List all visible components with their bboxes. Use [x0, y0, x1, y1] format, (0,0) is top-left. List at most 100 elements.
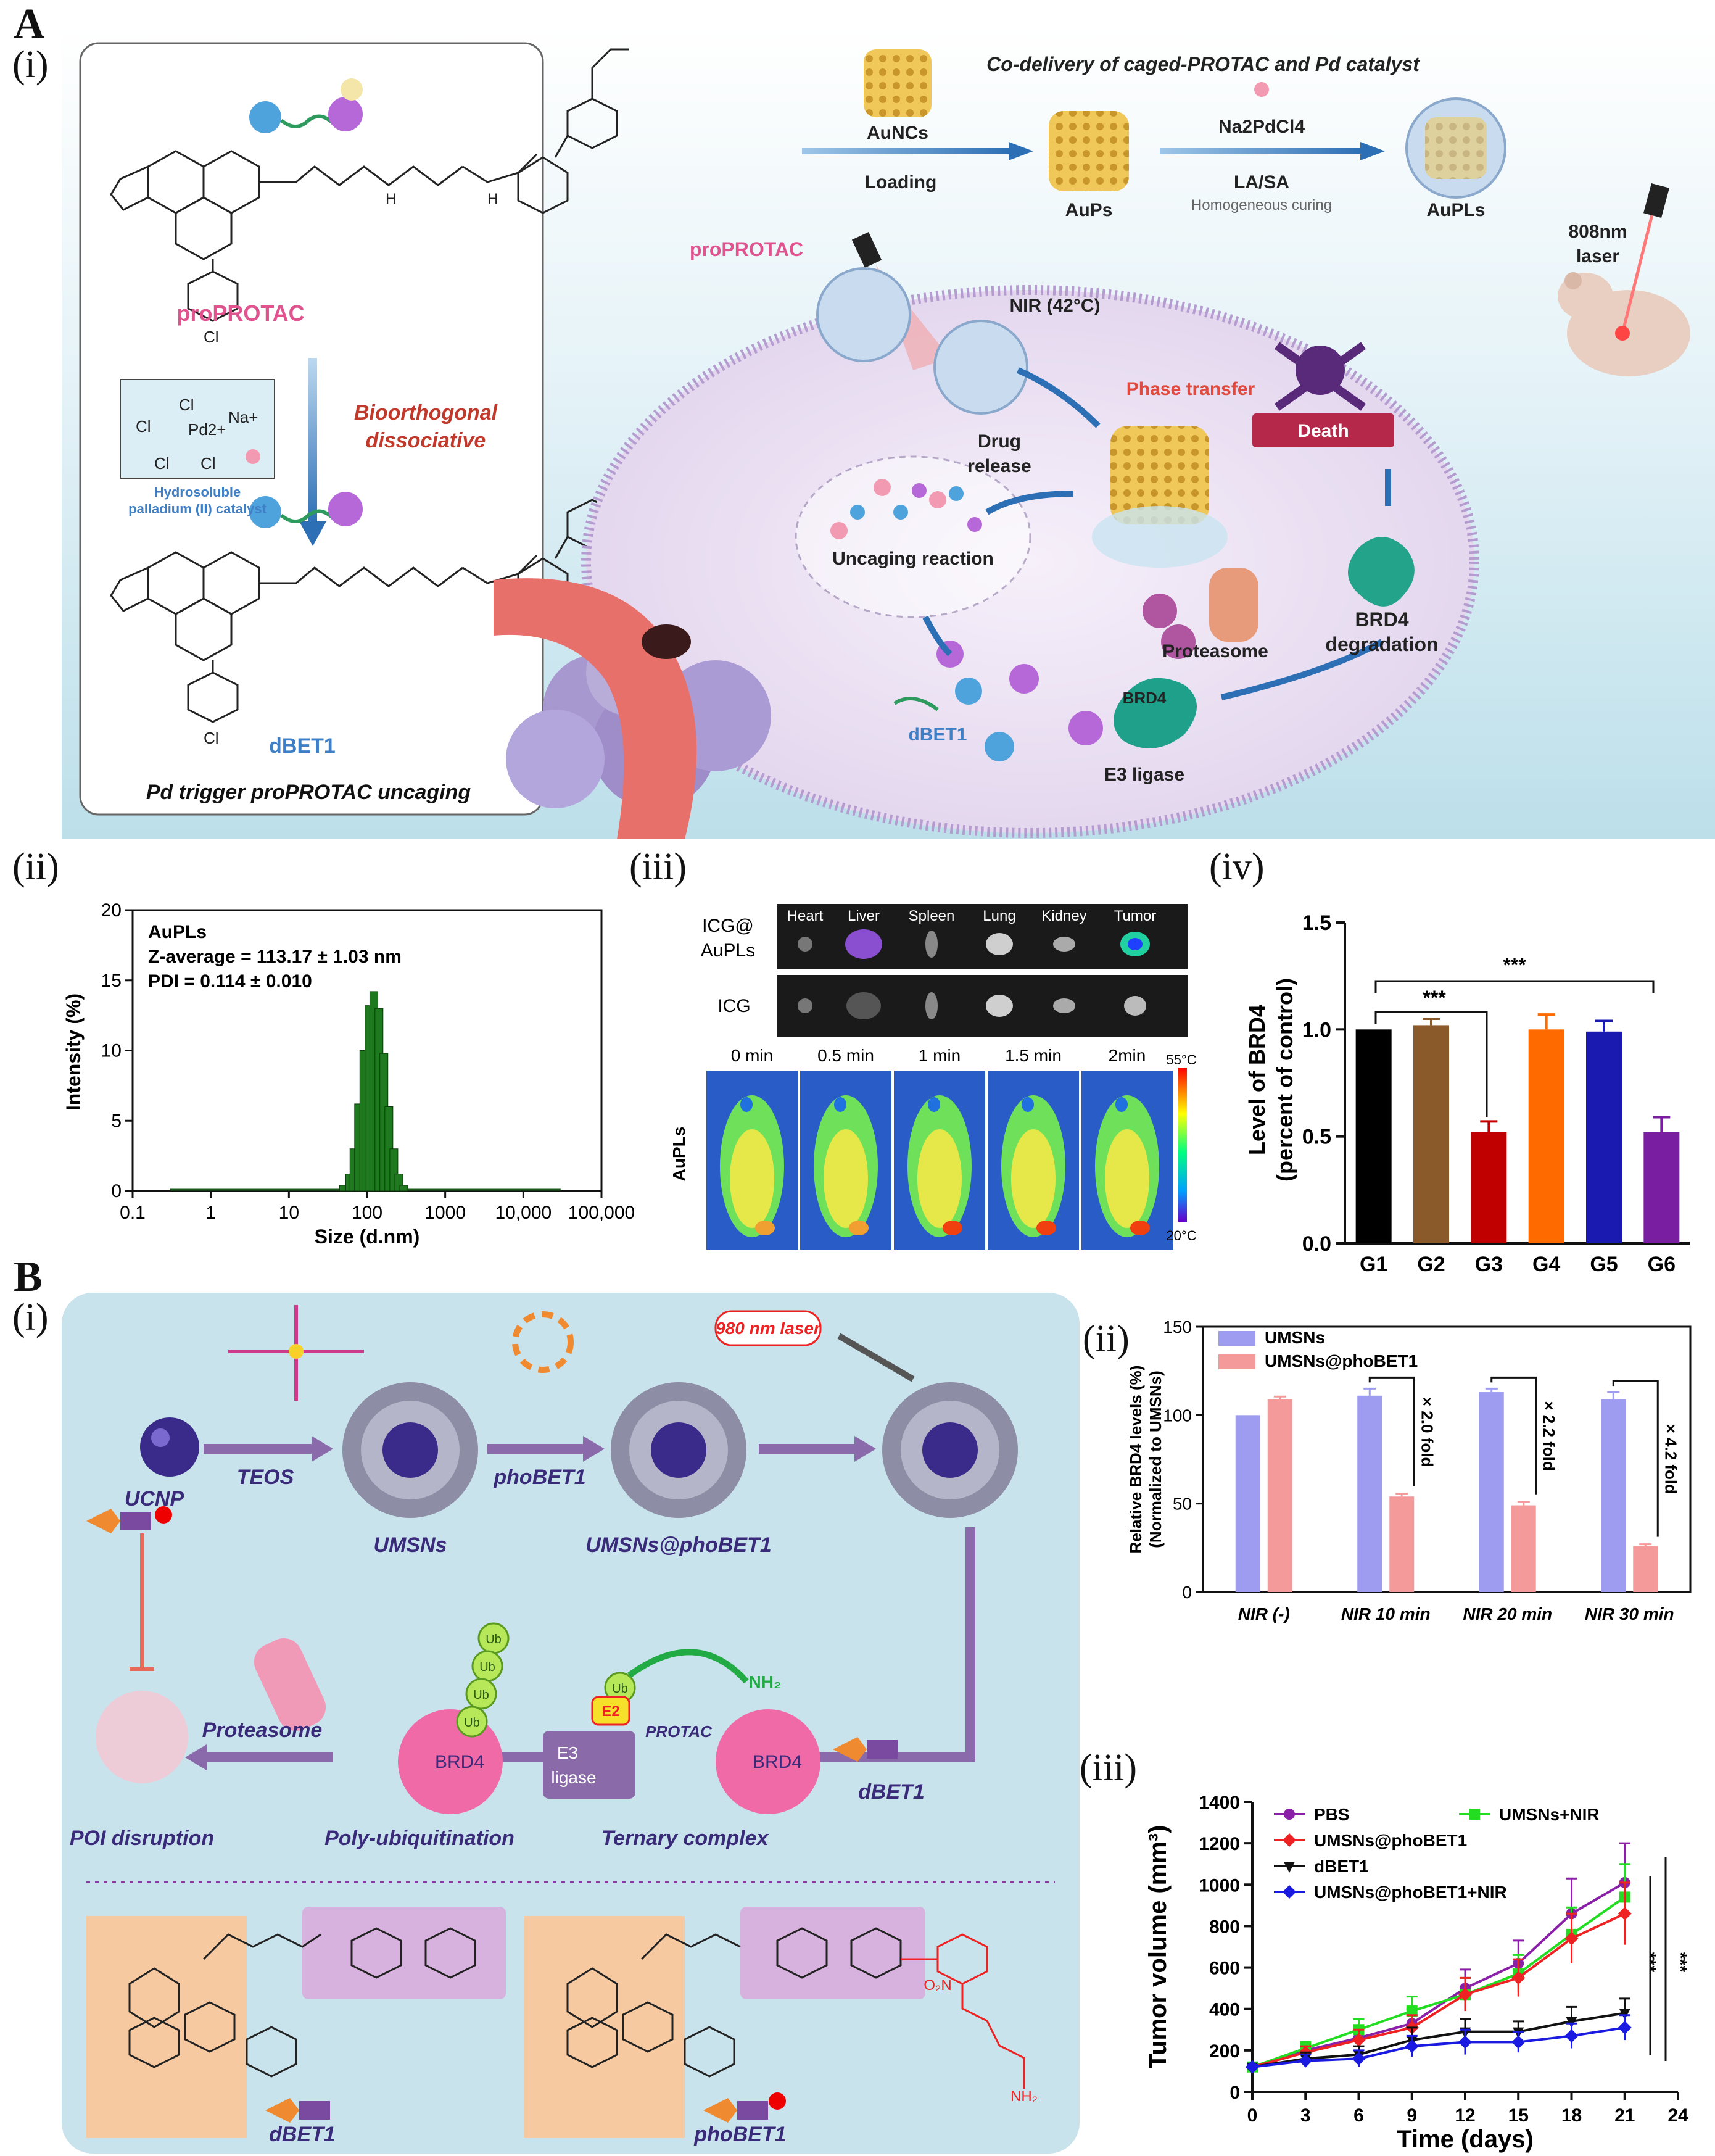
bi-ub3: Ub — [473, 1688, 489, 1702]
label-proprotac-2: proPROTAC — [690, 238, 803, 260]
bi-brd4b: BRD4 — [753, 1752, 802, 1772]
label-release: release — [967, 456, 1031, 476]
biii-series-line — [1252, 2026, 1626, 2068]
bii-bar — [1267, 1399, 1292, 1592]
bii-ytick-label: 0 — [1182, 1583, 1192, 1602]
bi-phobet1: phoBET1 — [493, 1466, 585, 1489]
bii-bracket — [1368, 1376, 1415, 1486]
bi-ligase: ligase — [551, 1768, 596, 1787]
panel-label-A-i: (i) — [12, 44, 49, 86]
phobet1-e3-box — [740, 1907, 925, 1999]
bii-ylabel2: (Normalized to UMSNs) — [1146, 1370, 1165, 1548]
bii-xtick-label: NIR 20 min — [1463, 1604, 1552, 1623]
biii-ytick-label: 1000 — [1199, 1875, 1240, 1896]
bii-bar — [1235, 1415, 1260, 1592]
aii-ytick-label: 5 — [111, 1111, 122, 1131]
aiv-xtick-label: G5 — [1590, 1253, 1618, 1276]
bii-bar — [1511, 1505, 1536, 1592]
bi-phobet1-bottom: phoBET1 — [693, 2123, 786, 2146]
thermal-time-label: 1.5 min — [1005, 1046, 1062, 1065]
phobet1-warhead-box — [524, 1916, 685, 2138]
aii-xtick-label: 0.1 — [120, 1203, 146, 1223]
bi-o2n: O₂N — [924, 1977, 951, 1994]
biii-xtick-label: 18 — [1561, 2105, 1582, 2126]
bi-dbet1-bottom: dBET1 — [269, 2123, 336, 2146]
label-cl-4: Cl — [200, 454, 216, 473]
label-dbet1-a-cell: dBET1 — [908, 724, 967, 745]
aii-xtick-label: 1 — [205, 1203, 216, 1223]
aiv-ytick-label: 0.0 — [1302, 1232, 1331, 1256]
label-808nm: 808nm — [1568, 222, 1627, 242]
schematic-B-i: 980 nm laser UCNP TEOS UMSNs phoBET1 UMS… — [62, 1293, 1080, 2154]
bii-legend-label: UMSNs — [1265, 1328, 1325, 1347]
aiv-sig1: *** — [1503, 954, 1526, 976]
bi-ub1: Ub — [486, 1633, 502, 1646]
panel-label-B-iii: (iii) — [1080, 1747, 1137, 1789]
label-proprotac: proPROTAC — [176, 301, 304, 326]
biii-legend-label: UMSNs@phoBET1+NIR — [1314, 1883, 1507, 1902]
svg-text:Cl: Cl — [204, 328, 219, 346]
label-uncaging: Uncaging reaction — [832, 549, 994, 569]
thermal-time-label: 1 min — [919, 1046, 961, 1065]
bii-bar — [1389, 1496, 1415, 1592]
bii-legend-label: UMSNs@phoBET1 — [1265, 1351, 1418, 1370]
biii-point — [1284, 1862, 1295, 1873]
label-curing: Homogeneous curing — [1191, 197, 1332, 214]
aii-xtick-label: 100,000 — [568, 1203, 635, 1223]
bii-bracket — [1490, 1376, 1537, 1495]
organ-label: Kidney — [1041, 908, 1086, 924]
label-aups: AuPs — [1065, 200, 1113, 220]
thermal-time-label: 2min — [1109, 1046, 1146, 1065]
biii-point — [1564, 2029, 1579, 2043]
biii-point — [1564, 1931, 1579, 1946]
bi-polyub: Poly-ubiquitination — [324, 1826, 514, 1850]
bii-fold-label: × 2.0 fold — [1418, 1397, 1436, 1467]
bi-proteasome: Proteasome — [202, 1719, 323, 1742]
protac-icon-bottom — [249, 492, 363, 528]
label-phase-transfer: Phase transfer — [1126, 379, 1255, 399]
aiv-bar — [1355, 1029, 1392, 1243]
organ-label: Heart — [787, 908, 824, 924]
label-dissociative: dissociative — [366, 429, 486, 452]
biii-ytick-label: 400 — [1209, 2000, 1240, 2020]
biii-ytick-label: 200 — [1209, 2041, 1240, 2062]
bi-nh2b: NH₂ — [1010, 2088, 1038, 2105]
panel-label-B: B — [14, 1253, 43, 1301]
biii-point — [1618, 1907, 1632, 1921]
aiii-row1a: ICG@ — [702, 916, 754, 936]
svg-text:Cl: Cl — [204, 729, 219, 747]
bi-brd4a: BRD4 — [435, 1752, 484, 1772]
biii-xtick-label: 15 — [1508, 2105, 1529, 2126]
aii-xtick-label: 100 — [352, 1203, 382, 1223]
aiv-ytick-label: 1.0 — [1302, 1018, 1331, 1042]
biii-point — [1458, 1988, 1472, 2002]
bii-bar — [1633, 1546, 1658, 1592]
label-pd-trigger: Pd trigger proPROTAC uncaging — [146, 781, 471, 804]
bii-legend-swatch — [1218, 1331, 1255, 1346]
label-laser: laser — [1576, 246, 1619, 267]
label-brd4-deg-2: degradation — [1325, 633, 1438, 655]
aiii-row2: ICG — [717, 996, 750, 1016]
label-pd: Pd2+ — [188, 420, 226, 439]
e3-ligase-icon — [543, 1731, 635, 1799]
aii-xtick-label: 10,000 — [495, 1203, 552, 1223]
bii-bar — [1479, 1392, 1504, 1592]
biii-point — [1284, 1809, 1295, 1820]
bii-ytick-label: 150 — [1163, 1317, 1192, 1337]
aunc-icon — [864, 49, 932, 117]
aiii-tmax: 55°C — [1166, 1052, 1196, 1068]
aii-pdi: PDI = 0.114 ± 0.010 — [148, 971, 312, 992]
ucnp-icon — [140, 1417, 199, 1477]
biii-point — [1406, 2005, 1418, 2017]
aii-xlabel: Size (d.nm) — [315, 1225, 420, 1248]
thermal-time-label: 0.5 min — [817, 1046, 874, 1065]
aiv-bar — [1528, 1029, 1564, 1243]
biii-series-line — [1252, 1896, 1626, 2068]
panel-label-A-ii: (ii) — [12, 846, 59, 888]
aiv-bar — [1643, 1132, 1680, 1243]
schematic-A-i: HH Cl Cl — [62, 25, 1715, 839]
